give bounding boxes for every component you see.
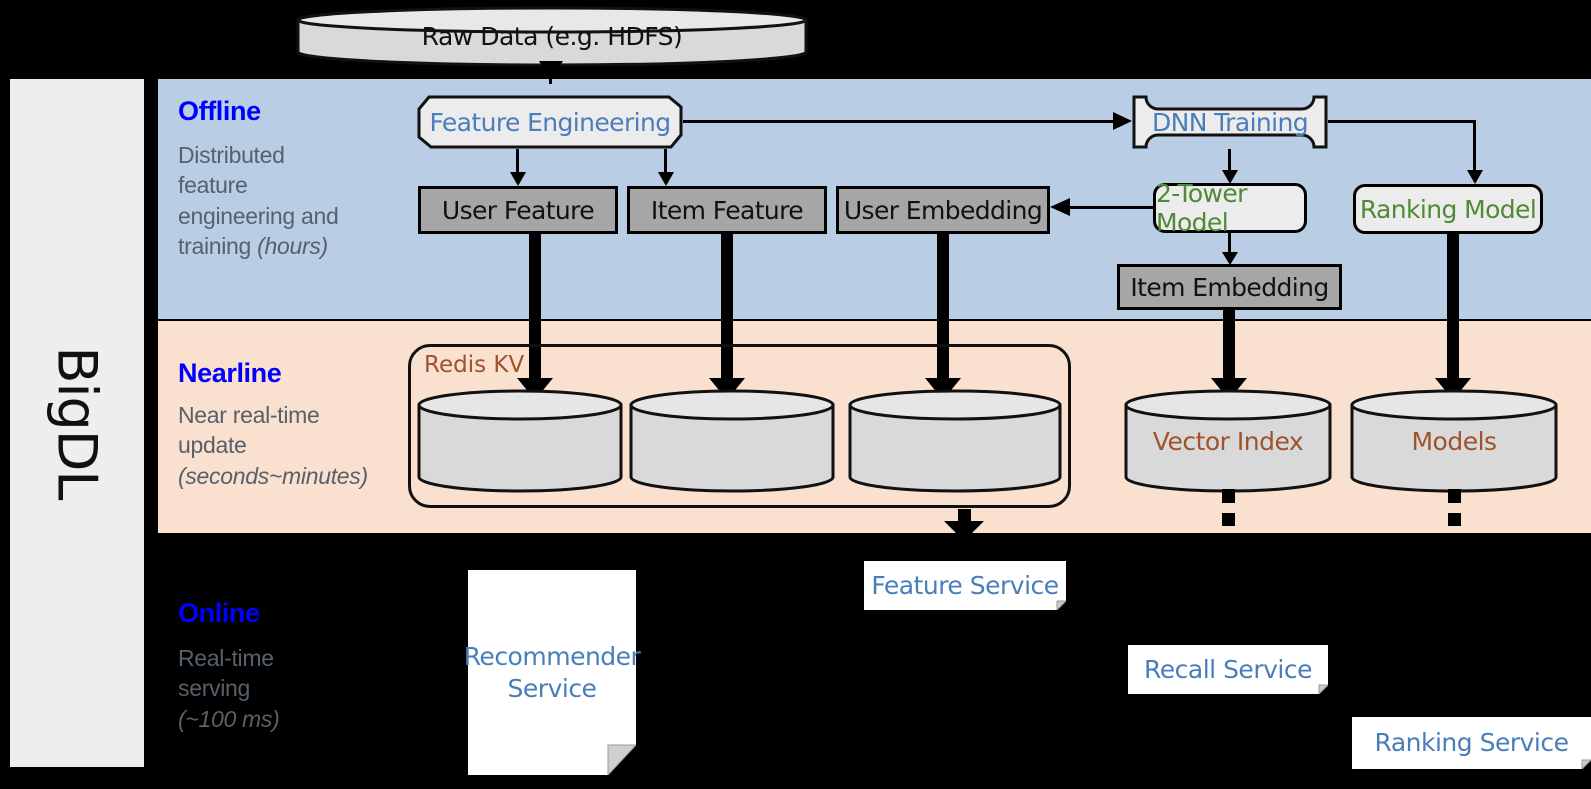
raw-data-label: Raw Data (e.g. HDFS) [421, 21, 683, 51]
recommender-service-node[interactable]: Recommender Service [464, 570, 641, 775]
online-sub-italic: (~100 ms) [178, 705, 280, 732]
arrow-fe-to-dnn-shaft [683, 120, 1115, 123]
arrow-dnn-to-twotower-shaft [1228, 149, 1231, 175]
online-subtitle: Real-time serving (~100 ms) [178, 643, 408, 734]
arrow-fe-to-itemfeature-head [658, 172, 674, 186]
user-feature-node[interactable]: User Feature [418, 186, 618, 234]
feature-service-node[interactable]: Feature Service [864, 561, 1066, 610]
dash-vectorindex-stub-2 [1222, 513, 1235, 526]
feature-engineering-node[interactable]: Feature Engineering [417, 95, 683, 149]
arrow-fe-to-dnn-head [1113, 112, 1132, 130]
ranking-service-label: Ranking Service [1374, 728, 1569, 758]
arrow-redis-to-featureservice-stub [958, 509, 971, 521]
vector-index-cylinder[interactable]: Vector Index [1124, 389, 1332, 493]
arrow-twotower-to-userembedding-head [1050, 198, 1070, 216]
online-sub-l1: Real-time [178, 645, 274, 671]
redis-kv-container [408, 344, 1071, 508]
arrow-itememb-to-vectorindex-shaft [1223, 310, 1235, 384]
offline-sub-l3: engineering and [178, 202, 339, 229]
nearline-sub-l1: Near real-time [178, 402, 320, 428]
arrow-fe-to-userfeature-shaft [516, 149, 519, 177]
nearline-subtitle: Near real-time update (seconds~minutes) [178, 400, 418, 491]
user-feature-label: User Feature [441, 195, 595, 225]
two-tower-model-node[interactable]: 2-Tower Model [1153, 179, 1307, 237]
arrow-twotower-to-itememb-head [1222, 252, 1238, 265]
bigdl-framework-rail: BigDL [8, 77, 146, 769]
online-title: Online [178, 598, 260, 628]
item-feature-label: Item Feature [650, 195, 804, 225]
recall-service-node[interactable]: Recall Service [1128, 645, 1328, 694]
dash-models-stub-2 [1448, 513, 1461, 526]
dnn-training-label: DNN Training [1151, 107, 1309, 137]
arrow-rawdata-to-fe-head [539, 61, 563, 81]
user-embedding-label: User Embedding [843, 195, 1043, 225]
redis-kv-label: Redis KV [424, 352, 525, 378]
arrow-dnn-to-ranking-head [1467, 170, 1483, 184]
raw-data-cylinder: Raw Data (e.g. HDFS) [296, 6, 808, 66]
item-embedding-label: Item Embedding [1130, 272, 1329, 302]
recall-service-label: Recall Service [1144, 654, 1312, 684]
feature-service-label: Feature Service [871, 570, 1059, 600]
nearline-title: Nearline [178, 358, 282, 388]
nearline-sub-l2: update [178, 432, 247, 459]
recommender-service-label: Recommender Service [464, 570, 641, 775]
user-embedding-node[interactable]: User Embedding [836, 186, 1050, 234]
models-label: Models [1411, 426, 1497, 456]
item-embedding-node[interactable]: Item Embedding [1117, 264, 1342, 310]
ranking-service-node[interactable]: Ranking Service [1352, 717, 1591, 769]
arrow-redis-to-featureservice-head [944, 521, 984, 541]
models-cylinder[interactable]: Models [1350, 389, 1558, 493]
arrow-dnn-to-ranking-v [1473, 120, 1476, 175]
redis-cylinder-item-feature [629, 389, 835, 493]
arrow-dnn-to-twotower-head [1222, 170, 1238, 184]
redis-cylinder-user-embedding [848, 389, 1062, 493]
online-sub-l2: serving [178, 675, 251, 702]
redis-cylinder-user-feature [417, 389, 623, 493]
dash-vectorindex-stub-1 [1222, 489, 1235, 503]
offline-subtitle: Distributed feature engineering and trai… [178, 140, 393, 261]
arrow-twotower-to-userembedding-shaft [1070, 206, 1154, 209]
offline-title: Offline [178, 96, 261, 126]
vector-index-label: Vector Index [1152, 426, 1304, 456]
nearline-sub-italic: (seconds~minutes) [178, 462, 368, 489]
feature-engineering-label: Feature Engineering [429, 107, 671, 137]
arrow-rankingmodel-to-models-shaft [1447, 234, 1459, 384]
offline-sub-l1: Distributed [178, 142, 285, 168]
bigdl-label: BigDL [45, 346, 109, 500]
offline-sub-l2: feature [178, 172, 248, 199]
ranking-model-node[interactable]: Ranking Model [1353, 184, 1543, 234]
two-tower-model-label: 2-Tower Model [1156, 179, 1247, 237]
offline-sub-l4: training [178, 233, 258, 260]
offline-sub-italic: (hours) [257, 233, 328, 260]
recommender-service-label-l1: Recommender [463, 642, 641, 672]
item-feature-node[interactable]: Item Feature [627, 186, 827, 234]
arrow-twotower-to-itememb-shaft [1228, 233, 1231, 257]
dash-models-stub-1 [1448, 489, 1461, 503]
arrow-fe-to-userfeature-head [510, 172, 526, 186]
recommender-service-label-l2: Service [507, 673, 597, 703]
ranking-model-label: Ranking Model [1359, 194, 1537, 224]
arrow-dnn-to-ranking-h [1328, 120, 1476, 123]
dnn-training-node[interactable]: DNN Training [1132, 95, 1328, 149]
arrow-fe-to-itemfeature-shaft [664, 149, 667, 177]
